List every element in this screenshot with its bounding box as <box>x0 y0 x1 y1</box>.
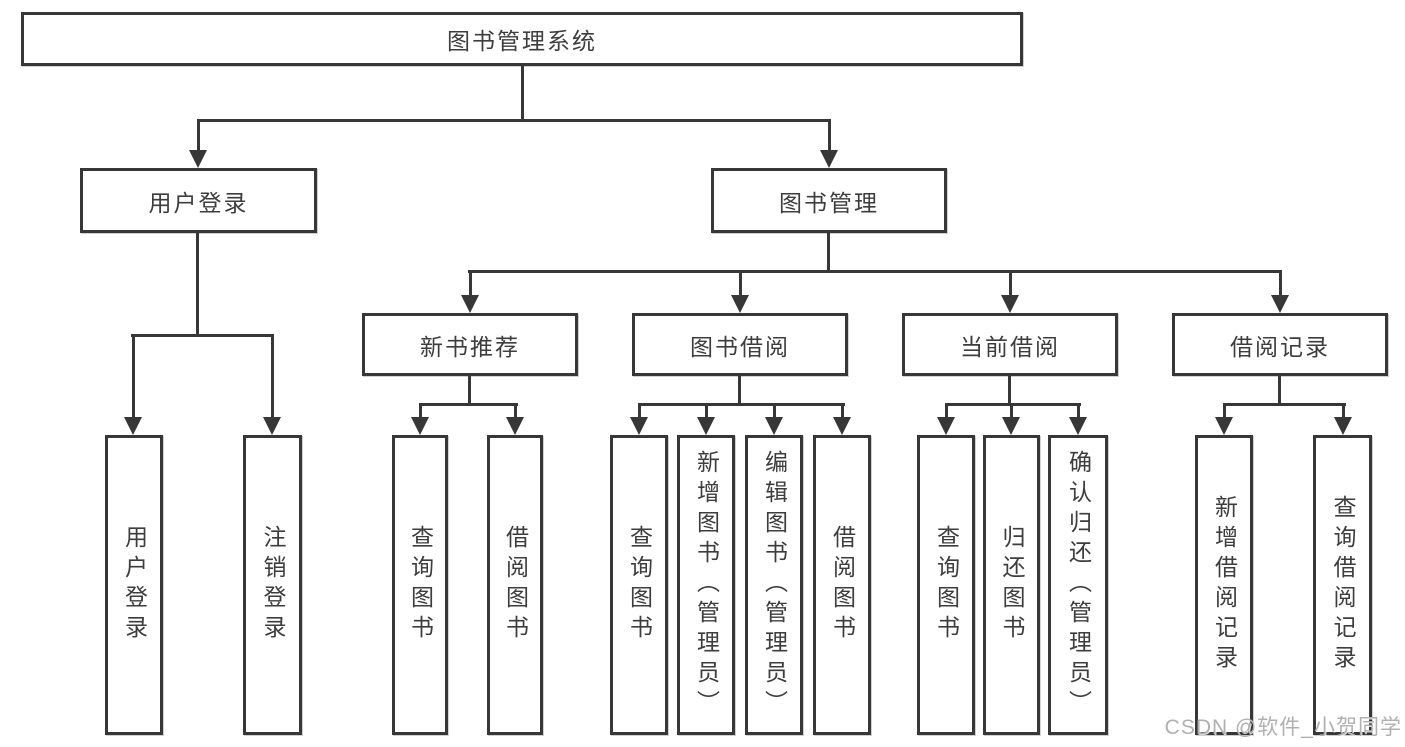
arrow-down-icon <box>461 270 479 313</box>
connector-recommend-bus <box>419 403 518 406</box>
connector-book-stem <box>827 233 830 273</box>
arrow-down-icon <box>1002 403 1020 435</box>
leaf-current-query-book-label: 查询图书 <box>933 525 960 645</box>
leaf-recommend-query-book: 查询图书 <box>392 435 448 735</box>
connector-record-stem <box>1278 376 1281 406</box>
arrow-down-icon <box>697 403 715 435</box>
node-current-borrow-label: 当前借阅 <box>960 333 1060 360</box>
node-borrow-record: 借阅记录 <box>1172 313 1388 376</box>
arrow-down-icon <box>731 270 749 313</box>
connector-user-children-bus <box>131 334 274 337</box>
node-root: 图书管理系统 <box>21 12 1023 66</box>
node-root-label: 图书管理系统 <box>447 28 597 54</box>
leaf-borrow-add-book-admin-label: 新增图书（管理员） <box>693 450 720 720</box>
leaf-record-add-record: 新增借阅记录 <box>1195 435 1253 735</box>
connector-borrow-bus <box>638 403 845 406</box>
node-user-login-label: 用户登录 <box>148 189 249 216</box>
leaf-record-add-record-label: 新增借阅记录 <box>1211 495 1238 675</box>
leaf-borrow-edit-book-admin-label: 编辑图书（管理员） <box>761 450 788 720</box>
leaf-logout: 注销登录 <box>243 435 302 735</box>
arrow-down-icon <box>189 119 207 168</box>
arrow-down-icon <box>1001 270 1019 313</box>
connector-record-bus <box>1223 403 1346 406</box>
node-new-book-recommend: 新书推荐 <box>362 313 578 376</box>
connector-level2-bus <box>197 119 831 122</box>
leaf-current-return-book-label: 归还图书 <box>999 525 1025 645</box>
arrow-down-icon <box>820 119 838 168</box>
arrow-down-icon <box>1334 403 1352 435</box>
leaf-record-query-record: 查询借阅记录 <box>1313 435 1372 735</box>
arrow-down-icon <box>630 403 648 435</box>
node-book-borrow: 图书借阅 <box>632 313 848 376</box>
arrow-down-icon <box>411 403 429 435</box>
leaf-borrow-edit-book-admin: 编辑图书（管理员） <box>745 435 803 735</box>
leaf-borrow-add-book-admin: 新增图书（管理员） <box>677 435 735 735</box>
leaf-current-return-book: 归还图书 <box>983 435 1040 735</box>
arrow-down-icon <box>1215 403 1233 435</box>
connector-borrow-stem <box>738 376 741 406</box>
arrow-down-icon <box>1069 403 1087 435</box>
arrow-down-icon <box>506 403 524 435</box>
leaf-logout-label: 注销登录 <box>260 525 286 645</box>
leaf-borrow-borrow-book-label: 借阅图书 <box>829 525 856 645</box>
node-book-borrow-label: 图书借阅 <box>690 333 790 360</box>
connector-user-stem <box>196 233 199 337</box>
leaf-recommend-borrow-book-label: 借阅图书 <box>502 525 529 645</box>
leaf-record-query-record-label: 查询借阅记录 <box>1330 495 1356 675</box>
arrow-down-icon <box>937 403 955 435</box>
leaf-user-login-label: 用户登录 <box>121 525 148 645</box>
node-book-management-label: 图书管理 <box>779 189 879 216</box>
node-user-login: 用户登录 <box>80 168 317 233</box>
node-borrow-record-label: 借阅记录 <box>1230 333 1330 360</box>
leaf-recommend-query-book-label: 查询图书 <box>407 525 434 645</box>
connector-current-stem <box>1008 376 1011 406</box>
leaf-current-confirm-return-admin: 确认归还（管理员） <box>1048 435 1108 735</box>
node-new-book-recommend-label: 新书推荐 <box>420 333 520 360</box>
connector-level3-bus <box>468 270 1281 273</box>
arrow-down-icon <box>263 334 281 435</box>
leaf-borrow-borrow-book: 借阅图书 <box>813 435 871 735</box>
connector-current-bus <box>945 403 1081 406</box>
arrow-down-icon <box>765 403 783 435</box>
arrow-down-icon <box>833 403 851 435</box>
leaf-current-query-book: 查询图书 <box>917 435 975 735</box>
leaf-recommend-borrow-book: 借阅图书 <box>487 435 543 735</box>
leaf-current-confirm-return-admin-label: 确认归还（管理员） <box>1065 450 1092 720</box>
leaf-borrow-query-book-label: 查询图书 <box>626 525 653 645</box>
arrow-down-icon <box>1271 270 1289 313</box>
connector-root-stem <box>521 66 524 122</box>
node-book-management: 图书管理 <box>711 168 947 233</box>
leaf-borrow-query-book: 查询图书 <box>610 435 668 735</box>
arrow-down-icon <box>124 334 142 435</box>
leaf-user-login: 用户登录 <box>105 435 163 735</box>
watermark: CSDN @软件_小贺同学 <box>1164 716 1402 739</box>
node-current-borrow: 当前借阅 <box>902 313 1118 376</box>
connector-recommend-stem <box>468 376 471 406</box>
